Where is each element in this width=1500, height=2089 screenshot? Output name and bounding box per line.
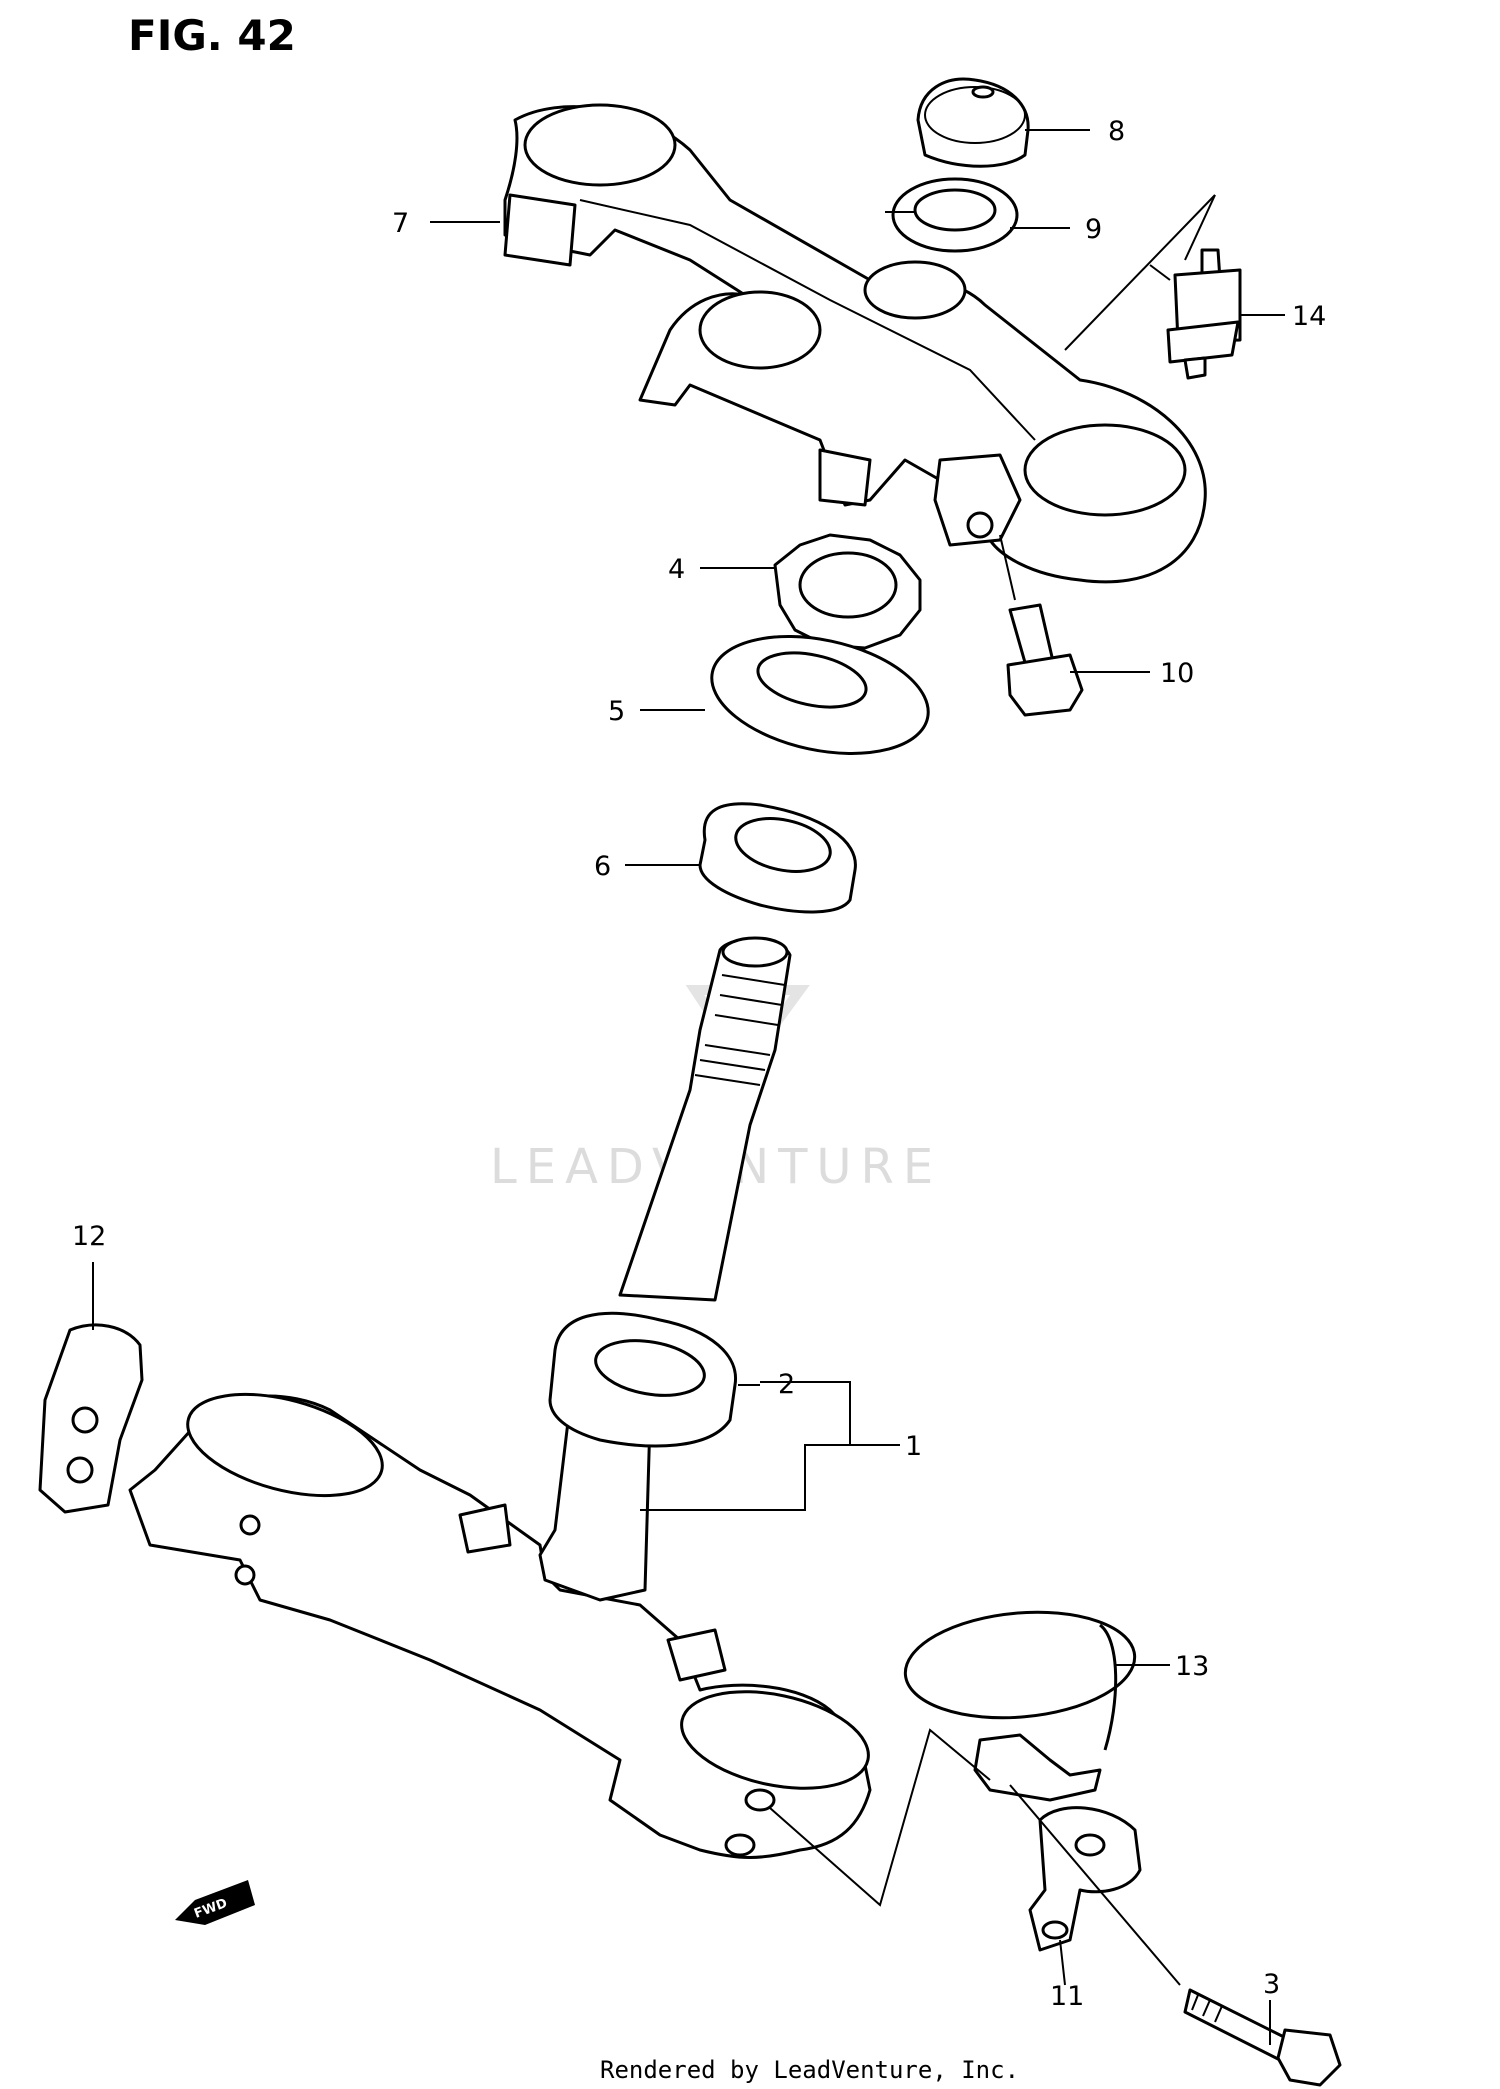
callout-labels: 8 9 7 14 4 5 10 6 12 2 1 13 3 11	[72, 116, 1326, 2012]
part-6-upper-bearing[interactable]	[698, 802, 857, 914]
callout-9[interactable]: 9	[1085, 214, 1102, 245]
callout-6[interactable]: 6	[594, 851, 611, 882]
callout-14[interactable]: 14	[1292, 301, 1326, 332]
callout-11[interactable]: 11	[1050, 1981, 1084, 2012]
part-5-dust-seal[interactable]	[701, 618, 939, 771]
callout-13[interactable]: 13	[1175, 1651, 1209, 1682]
part-4-steering-nut[interactable]	[773, 533, 922, 650]
callout-5[interactable]: 5	[608, 696, 625, 727]
callout-1[interactable]: 1	[905, 1431, 922, 1462]
callout-10[interactable]: 10	[1160, 658, 1194, 689]
figure-title: FIG. 42	[128, 11, 296, 60]
part-13-clip-ring[interactable]	[901, 1603, 1139, 1751]
callout-8[interactable]: 8	[1108, 116, 1125, 147]
callout-2[interactable]: 2	[778, 1369, 795, 1400]
part-14-stud[interactable]	[1166, 248, 1242, 380]
callout-3[interactable]: 3	[1263, 1969, 1280, 2000]
part-8-cap[interactable]	[916, 77, 1030, 168]
part-2-lower-bearing[interactable]	[548, 1311, 738, 1448]
part-3-bolt[interactable]	[1183, 1988, 1342, 2087]
part-9-washer[interactable]	[891, 177, 1019, 253]
part-1-steering-stem-lower-bracket[interactable]	[128, 936, 877, 1859]
callout-12[interactable]: 12	[72, 1221, 106, 1252]
part-7-upper-bracket[interactable]	[503, 103, 1207, 584]
footer-credit: Rendered by LeadVenture, Inc.	[600, 2056, 1019, 2084]
callout-4[interactable]: 4	[668, 554, 685, 585]
leader-lines	[92, 129, 1285, 2045]
callout-7[interactable]: 7	[392, 208, 409, 239]
part-11-clamp[interactable]	[973, 1733, 1142, 1952]
part-12-bracket[interactable]	[38, 1323, 144, 1514]
forward-direction-badge: FWD	[175, 1880, 255, 1925]
part-10-bolt[interactable]	[1006, 603, 1084, 717]
